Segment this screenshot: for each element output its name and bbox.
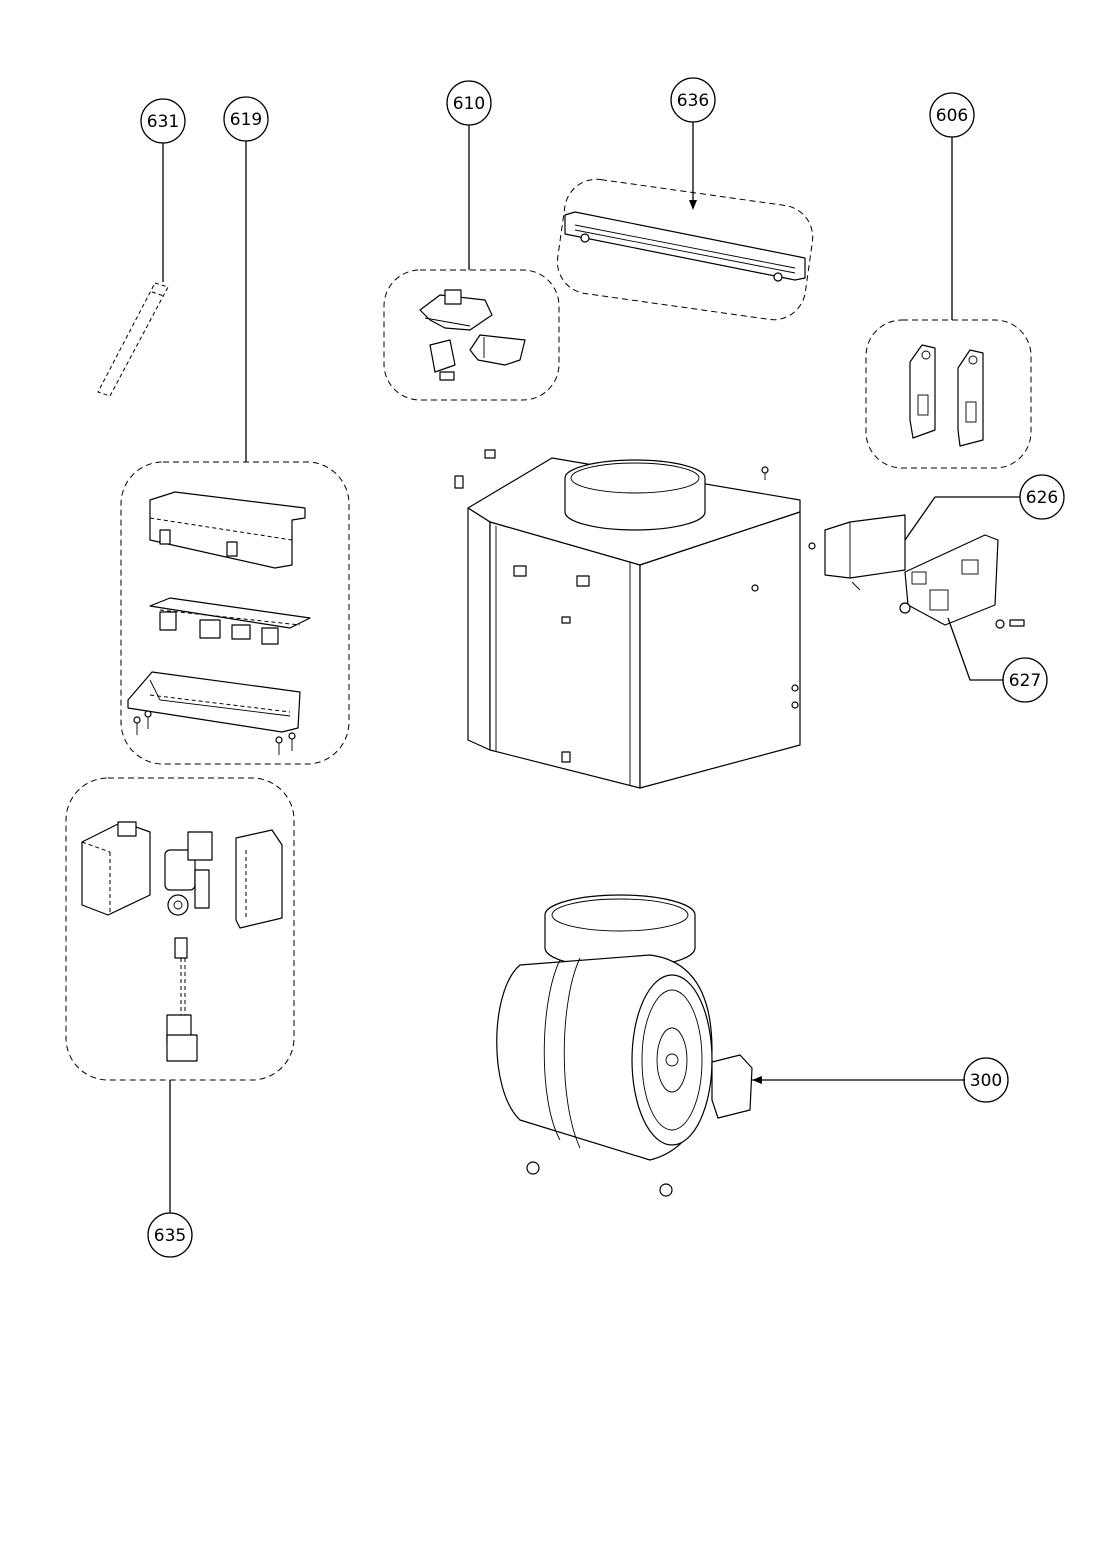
- part-300-blower-motor: [496, 894, 753, 1197]
- callout-619[interactable]: 619: [223, 96, 269, 462]
- callout-300[interactable]: 300: [752, 1057, 1009, 1103]
- part-626-capacitor: [824, 514, 906, 591]
- callout-606-label: 606: [936, 106, 968, 126]
- part-619-control-module-group: [120, 461, 350, 765]
- callout-636[interactable]: 636: [670, 77, 716, 210]
- part-610-bracket-group: [383, 269, 560, 401]
- callout-635-label: 635: [154, 1226, 186, 1246]
- callout-636-label: 636: [677, 91, 709, 111]
- part-606-hanger-brackets: [865, 319, 1032, 469]
- callout-627[interactable]: 627: [947, 617, 1048, 703]
- callout-626[interactable]: 626: [904, 474, 1065, 541]
- callout-626-label: 626: [1026, 488, 1058, 508]
- callout-300-label: 300: [970, 1071, 1002, 1091]
- part-636-rail-group: [556, 178, 814, 321]
- part-631-rod: [97, 282, 169, 397]
- callout-635[interactable]: 635: [147, 1080, 193, 1258]
- main-housing: [454, 449, 816, 789]
- part-627-mount-bracket: [899, 534, 1025, 629]
- callout-631[interactable]: 631: [140, 98, 186, 282]
- callout-610[interactable]: 610: [446, 80, 492, 270]
- callout-627-label: 627: [1009, 671, 1041, 691]
- callout-610-label: 610: [453, 94, 485, 114]
- callout-631-label: 631: [147, 112, 179, 132]
- part-635-electrical-group: [65, 777, 295, 1081]
- callout-619-label: 619: [230, 110, 262, 130]
- callout-606[interactable]: 606: [929, 92, 975, 320]
